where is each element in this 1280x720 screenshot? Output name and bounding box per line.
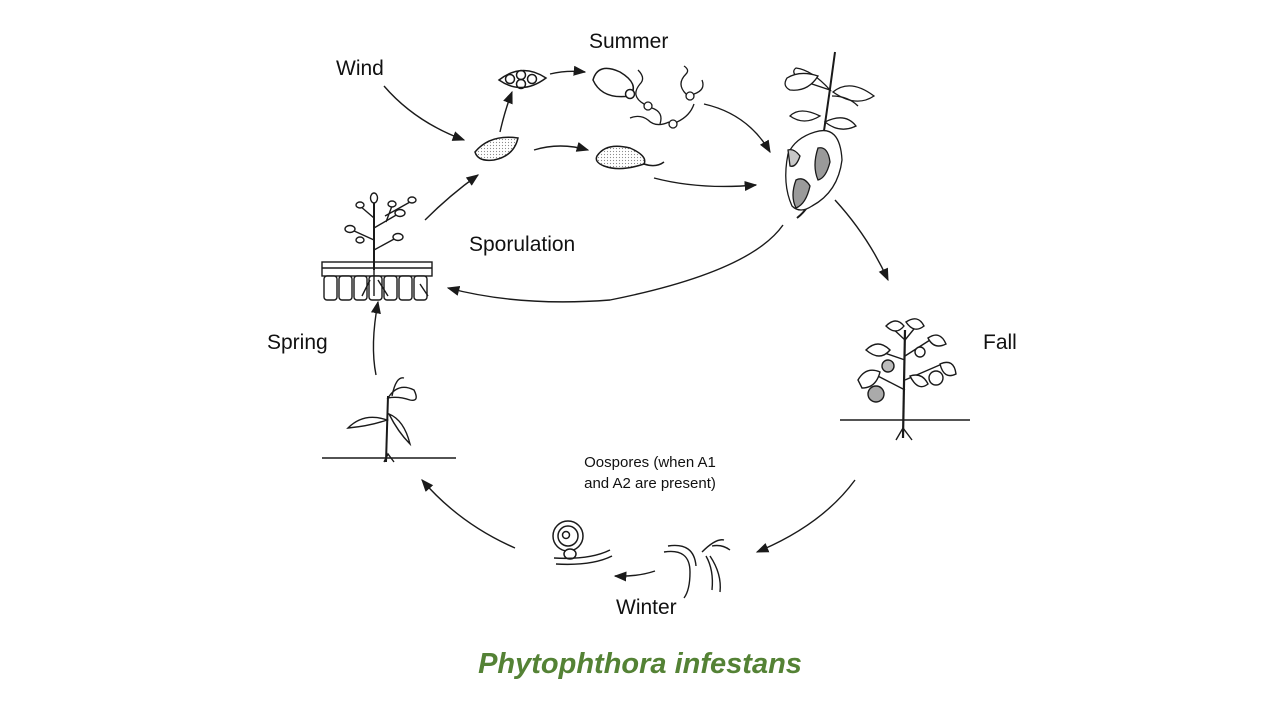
wind-label: Wind xyxy=(336,57,384,80)
oospores-note-line1: Oospores (when A1 xyxy=(584,454,716,471)
oospores-note-line2: and A2 are present) xyxy=(584,475,716,492)
species-title: Phytophthora infestans xyxy=(478,648,802,680)
infected-tomato-plant-icon xyxy=(840,318,970,441)
arrow-leaf-to-fall xyxy=(834,199,889,282)
fall-label: Fall xyxy=(983,331,1017,354)
oospore-icon xyxy=(552,520,613,566)
arrow-zoospores-to-leaf xyxy=(703,103,771,154)
zoosporangium-icon xyxy=(497,69,548,90)
arrow-winter-to-spring xyxy=(421,479,516,549)
empty-sporangium-icon xyxy=(592,67,636,100)
arrow-zoosporangium-to-release xyxy=(549,65,587,76)
arrow-sporangium-to-zoosporangium xyxy=(499,90,513,133)
arrow-mycelium-to-oospore xyxy=(613,570,656,582)
summer-label: Summer xyxy=(589,30,669,53)
arrow-germinating-to-leaf xyxy=(653,177,758,192)
overwintering-mycelium-icon xyxy=(663,539,731,599)
germinating-sporangium-icon xyxy=(595,145,665,170)
arrow-fall-to-winter xyxy=(755,479,856,553)
oospores-note: Oospores (when A1 and A2 are present) xyxy=(560,452,740,494)
sporangium-icon xyxy=(474,136,519,162)
arrow-sporangium-to-germinating xyxy=(533,142,590,152)
arrow-plant-to-spores xyxy=(424,174,480,221)
infected-leaf-icon xyxy=(784,51,876,219)
arrow-wind-to-sporangium xyxy=(383,85,466,141)
seedling-icon xyxy=(322,377,456,463)
zoospores-icon xyxy=(629,65,704,129)
sporulating-plant-icon xyxy=(321,192,433,301)
sporulation-label: Sporulation xyxy=(469,233,576,256)
arrow-leaf-to-sporulation xyxy=(446,224,784,303)
spring-label: Spring xyxy=(267,331,328,354)
arrow-spring-to-plant xyxy=(370,300,381,376)
winter-label: Winter xyxy=(616,596,677,619)
